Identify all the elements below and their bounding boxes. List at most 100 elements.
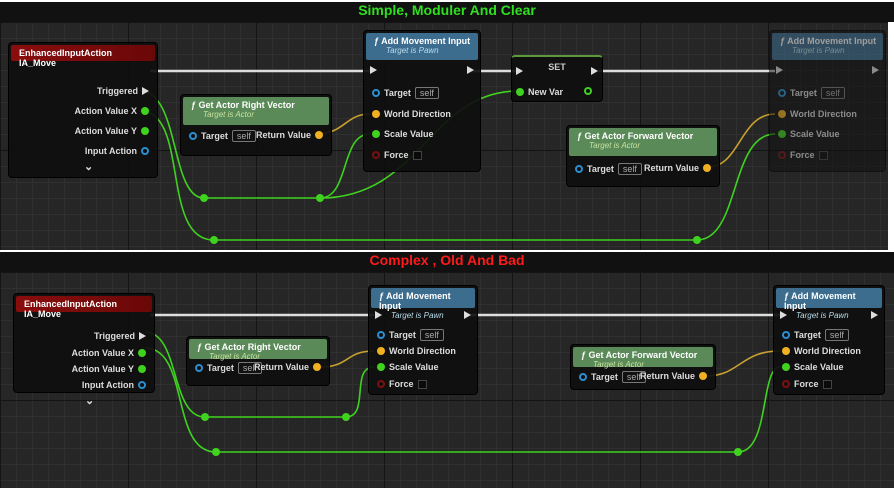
pin[interactable]: Force (782, 379, 832, 389)
pin[interactable]: New Var (516, 87, 563, 97)
reroute-node[interactable] (201, 413, 209, 421)
exec-in-pin-icon (780, 311, 787, 319)
self-field[interactable]: self (231, 130, 256, 142)
pin[interactable] (591, 67, 598, 75)
reroute-node[interactable] (734, 448, 742, 456)
pin[interactable]: Scale Value (372, 129, 434, 139)
chevron-down-icon[interactable]: ⌄ (85, 395, 95, 407)
pin[interactable] (375, 311, 382, 319)
self-field[interactable]: self (617, 163, 642, 175)
node-title: Get Actor Forward Vector (588, 350, 698, 360)
self-field[interactable]: self (414, 87, 439, 99)
pin[interactable]: Force (377, 379, 427, 389)
float-pin-icon (377, 363, 385, 371)
pin[interactable]: Action Value X (71, 348, 146, 358)
pin[interactable]: World Direction (372, 109, 451, 119)
pin[interactable]: Return Value (256, 130, 323, 140)
pin-label: Target (207, 363, 234, 373)
object-pin-icon (575, 165, 583, 173)
pin[interactable]: Return Value (640, 371, 707, 381)
pin[interactable]: Scale Value (377, 362, 439, 372)
self-field[interactable]: self (237, 362, 262, 374)
pin[interactable]: Scale Value (782, 362, 844, 372)
pin-label: Force (790, 150, 815, 160)
pin[interactable]: Input Action (85, 146, 149, 156)
pin[interactable] (584, 87, 592, 95)
pin[interactable] (871, 311, 878, 319)
node-subtitle: Target is Actor (209, 352, 260, 361)
pin[interactable]: Action Value X (74, 106, 149, 116)
pin[interactable]: World Direction (778, 109, 857, 119)
pin[interactable]: Force (372, 150, 422, 160)
pin[interactable]: Scale Value (778, 129, 840, 139)
pin[interactable]: Triggered (94, 331, 146, 341)
force-checkbox[interactable] (822, 379, 832, 389)
pin[interactable] (516, 67, 523, 75)
pin[interactable]: Return Value (254, 362, 321, 372)
reroute-node[interactable] (342, 413, 350, 421)
force-checkbox[interactable] (412, 150, 422, 160)
self-field[interactable]: self (824, 329, 849, 341)
pin[interactable] (464, 311, 471, 319)
exec-in-pin-icon (516, 67, 523, 75)
pin[interactable]: World Direction (782, 346, 861, 356)
pin-label: Action Value X (71, 348, 134, 358)
reroute-node[interactable] (212, 448, 220, 456)
pin[interactable]: Force (778, 150, 828, 160)
pin-label: Target (389, 330, 416, 340)
pin[interactable]: Action Value Y (72, 364, 146, 374)
pin[interactable] (370, 66, 377, 74)
float-pin-icon (372, 130, 380, 138)
pin[interactable] (776, 66, 783, 74)
force-checkbox[interactable] (818, 150, 828, 160)
reroute-node[interactable] (693, 236, 701, 244)
pin[interactable] (467, 66, 474, 74)
reroute-node[interactable] (200, 194, 208, 202)
pin[interactable]: World Direction (377, 346, 456, 356)
node-subtitle: Target is Pawn (796, 311, 849, 320)
pin[interactable] (780, 311, 787, 319)
pin[interactable]: Action Value Y (75, 126, 149, 136)
reroute-node[interactable] (210, 236, 218, 244)
force-checkbox[interactable] (417, 379, 427, 389)
exec-out-pin-icon (591, 67, 598, 75)
chevron-down-icon[interactable]: ⌄ (84, 161, 94, 173)
self-field[interactable]: self (419, 329, 444, 341)
bool-pin-icon (377, 380, 385, 388)
reroute-node[interactable] (316, 194, 324, 202)
pin[interactable]: Triggered (97, 86, 149, 96)
node-title: EnhancedInputAction IA_Move (24, 299, 117, 319)
pin[interactable]: Input Action (82, 380, 146, 390)
pin[interactable]: Return Value (644, 163, 711, 173)
vector-pin-icon (377, 347, 385, 355)
self-field[interactable]: self (820, 87, 845, 99)
node-subtitle: Target is Pawn (386, 46, 439, 55)
pin-label: Scale Value (389, 362, 439, 372)
self-field[interactable]: self (621, 371, 646, 383)
node-title: Get Actor Right Vector (204, 342, 301, 352)
pin[interactable] (872, 66, 879, 74)
